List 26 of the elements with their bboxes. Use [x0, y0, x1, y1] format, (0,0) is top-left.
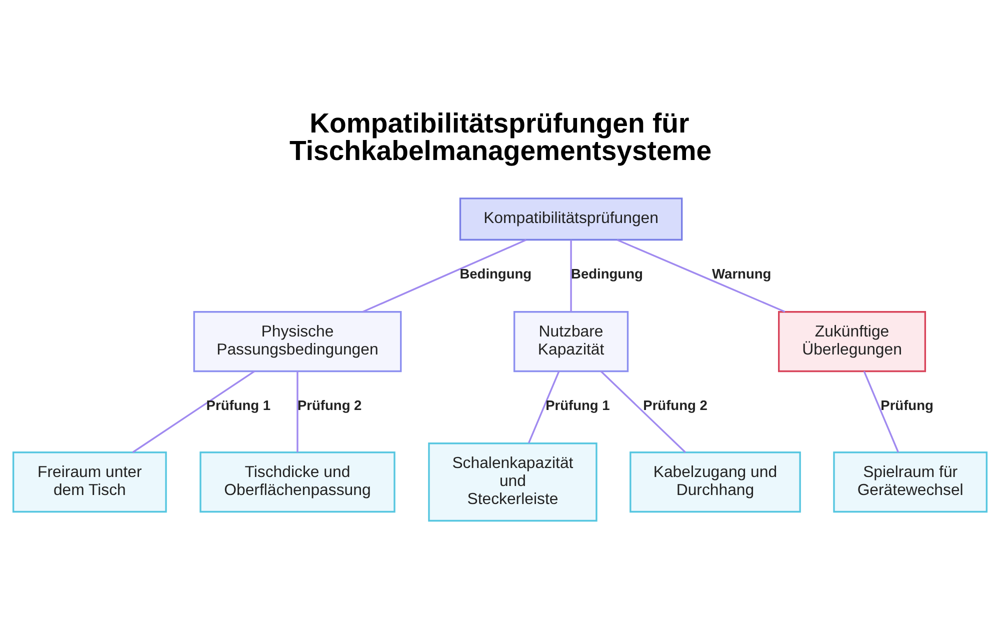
connector — [362, 238, 527, 312]
node-box: Schalenkapazität und Steckerleiste — [428, 442, 598, 522]
edge-label: Bedingung — [460, 266, 532, 281]
node-box: Physische Passungsbedingungen — [193, 310, 402, 372]
edge-label: Warnung — [712, 266, 772, 281]
diagram-title: Kompatibilitätsprüfungen für Tischkabelmanagementsysteme — [290, 106, 712, 166]
node-box: Tischdicke und Oberflächenpassung — [200, 451, 396, 512]
node-box: Nutzbare Kapazität — [513, 310, 629, 372]
node-box: Kabelzugang und Durchhang — [630, 451, 801, 512]
node-box: Spielraum für Gerätewechsel — [833, 451, 988, 512]
edge-label: Bedingung — [571, 266, 643, 281]
edge-label: Prüfung — [880, 397, 934, 412]
connector — [600, 370, 686, 452]
edge-label: Prüfung 1 — [546, 397, 610, 412]
connector — [528, 370, 560, 443]
connector — [863, 370, 900, 452]
connector — [132, 370, 255, 453]
edge-label: Prüfung 2 — [643, 397, 708, 412]
connector — [570, 240, 572, 312]
connector — [296, 370, 298, 452]
connector — [616, 238, 786, 312]
node-box: Freiraum unter dem Tisch — [12, 451, 167, 512]
node-box: Kompatibilitätsprüfungen — [459, 197, 683, 240]
edge-label: Prüfung 1 — [206, 397, 271, 412]
edge-label: Prüfung 2 — [297, 397, 362, 412]
node-box: Zukünftige Überlegungen — [778, 310, 926, 372]
